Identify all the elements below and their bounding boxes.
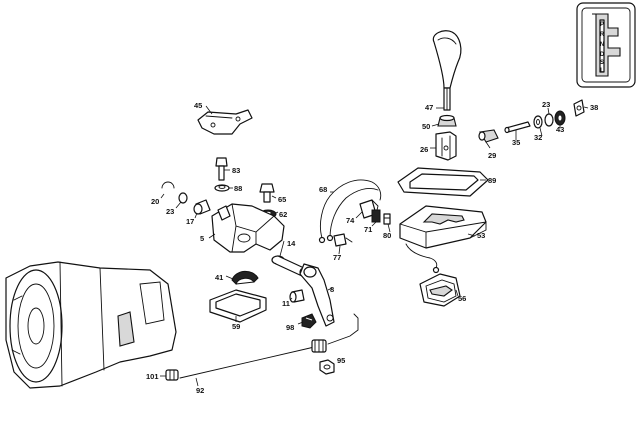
connector-71: [371, 209, 381, 223]
callout-50: 50: [422, 122, 430, 131]
callout-74: 74: [346, 216, 355, 225]
console-cover-53: [399, 205, 487, 249]
washer-32: [533, 115, 543, 129]
callout-8: 8: [330, 285, 334, 294]
callout-20: 20: [151, 197, 159, 206]
bolt-65: [259, 183, 275, 203]
clip-38: [573, 99, 585, 117]
callout-45: 45: [194, 101, 202, 110]
callout-23-right: 23: [542, 100, 550, 109]
cable-68: [318, 179, 382, 244]
gate-letter-d: D: [600, 52, 605, 58]
callout-29: 29: [488, 151, 496, 160]
callout-5: 5: [200, 234, 204, 243]
callout-98: 98: [286, 323, 294, 332]
shaft-35: [504, 121, 531, 134]
bushing-17: [193, 199, 211, 215]
segment-41: [231, 270, 259, 285]
callout-53: 53: [477, 231, 485, 240]
bracket-45: [197, 109, 253, 135]
shift-rod-92: [179, 313, 359, 379]
callout-92: 92: [196, 386, 204, 395]
bulb-wire: [405, 243, 440, 274]
callout-62: 62: [279, 210, 287, 219]
lever-base-26: [435, 131, 457, 161]
callout-43: 43: [556, 125, 564, 134]
callout-77: 77: [333, 253, 341, 262]
bushing-101: [165, 369, 179, 381]
washer-23-right: [544, 113, 554, 127]
washer-43: [554, 110, 566, 126]
lever-8: [299, 263, 335, 327]
callout-65: 65: [278, 195, 286, 204]
callout-38: 38: [590, 103, 598, 112]
nut-50: [437, 114, 457, 127]
callout-80: 80: [383, 231, 391, 240]
shift-gate-inset: P R N D S L: [576, 2, 636, 88]
leader-lines: [160, 105, 589, 387]
callout-23-left: 23: [166, 207, 174, 216]
callout-47: 47: [425, 103, 433, 112]
clip-20: [161, 181, 175, 189]
callout-88: 88: [234, 184, 242, 193]
gate-letter-l: L: [600, 68, 604, 74]
gate-letter-p: P: [600, 22, 604, 28]
callout-83: 83: [232, 166, 240, 175]
bushing-11: [289, 289, 305, 303]
shift-knob-47: [432, 30, 462, 111]
gate-letter-n: N: [600, 42, 604, 48]
callout-11: 11: [282, 299, 290, 308]
callout-56: 56: [458, 294, 466, 303]
callout-35: 35: [512, 138, 520, 147]
clip-98: [301, 313, 317, 329]
callout-95: 95: [337, 356, 345, 365]
boot-frame-59: [209, 289, 267, 323]
callout-41: 41: [215, 273, 223, 282]
nut-95: [319, 359, 335, 375]
transmission-housing: [5, 261, 177, 389]
callout-26: 26: [420, 145, 428, 154]
callout-71: 71: [364, 225, 372, 234]
callout-17: 17: [186, 217, 194, 226]
callout-89: 89: [488, 176, 496, 185]
gate-letter-s: S: [600, 60, 604, 66]
pin-29: [478, 129, 499, 143]
gate-letter-r: R: [600, 32, 605, 38]
boot-56: [419, 273, 461, 307]
callout-101: 101: [146, 372, 159, 381]
washer-23-left: [178, 192, 188, 204]
callout-68: 68: [319, 185, 327, 194]
screw-80: [383, 213, 391, 225]
plug-77: [333, 233, 353, 247]
callout-59: 59: [232, 322, 240, 331]
callout-14: 14: [287, 239, 296, 248]
washer-88: [214, 184, 230, 192]
gate-letters: P R N D S L: [600, 22, 605, 74]
callout-labels: 45 83 88 65 62 20 23 17 5 14 41 59 11 8 …: [146, 100, 598, 395]
callout-32: 32: [534, 133, 542, 142]
trim-frame-89: [397, 167, 489, 197]
shifter-housing-5: [211, 203, 285, 253]
bolt-83: [215, 157, 228, 181]
